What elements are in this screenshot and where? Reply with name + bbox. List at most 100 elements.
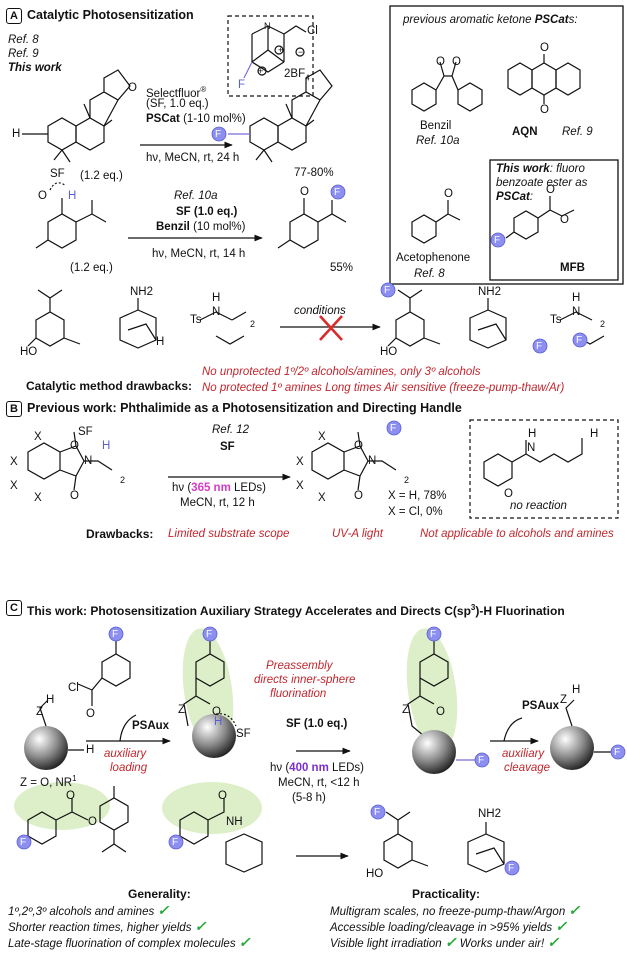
mfb-f: F [494, 235, 501, 246]
aqn-ref: Ref. 9 [562, 126, 593, 138]
nr-o: O [504, 488, 513, 500]
benzil-ref: Ref. 10a [416, 135, 460, 147]
f-badge-fadamantane [504, 860, 520, 876]
c-z1: Z [36, 706, 44, 718]
c-zdef: Z = O, NR1 [20, 774, 77, 789]
c-o2: O [212, 706, 221, 718]
c-z3: Z [402, 704, 410, 716]
fail-cross [319, 315, 343, 341]
c-o1: O [86, 708, 95, 720]
ref-this-work: This work [8, 62, 62, 74]
b-ref: Ref. 12 [212, 424, 250, 436]
sub-ts: Ts [190, 314, 202, 326]
rxn2-eq: (1.2 eq.) [70, 262, 113, 274]
prod-f1: F [384, 285, 391, 296]
nr-h: H [528, 428, 537, 440]
c-f1: F [112, 629, 119, 640]
rxn1-substrate [22, 69, 131, 163]
f-badge-mfb [490, 232, 506, 248]
loaded-ball [192, 714, 236, 758]
rxn2-cond: hν, MeCN, rt, 14 h [152, 248, 246, 260]
generality-1: 1º,2º,3º alcohols and amines ✓ [8, 902, 170, 918]
loaded-auxiliary [183, 640, 237, 727]
panel-b-label: B [6, 401, 22, 417]
c-loading2: loading [110, 762, 148, 774]
no-reaction-box [469, 419, 619, 519]
aqn-label: AQN [512, 126, 538, 138]
ref-8: Ref. 8 [8, 34, 39, 46]
selectfluor-cl: Cl [307, 25, 318, 37]
mfb-line3: PSCat: [496, 191, 534, 203]
b-sf-label: SF [78, 426, 93, 438]
b-px4: X [318, 492, 326, 504]
prod-f3: F [576, 335, 583, 346]
rxn2-sf-label: SF [50, 168, 65, 180]
c-f2: F [206, 629, 213, 640]
substrate-adamantylamine [119, 298, 157, 349]
benzil-structure [411, 61, 483, 112]
generality-title: Generality: [128, 887, 191, 901]
sub-n: N [212, 306, 221, 318]
prod-nh: H [572, 292, 581, 304]
mfb-o2: O [560, 214, 569, 226]
f-badge-adamantane [532, 338, 548, 354]
b-px1: X [318, 431, 326, 443]
b-cond-solvent: MeCN, rt, 12 h [180, 497, 255, 509]
panel-b-title: Previous work: Phthalimide as a Photosen… [27, 401, 462, 415]
c-cl: Cl [68, 682, 79, 694]
selectfluor-n-top: N [264, 21, 271, 31]
f-badge-loaded [202, 626, 218, 642]
prod-n: N [572, 306, 581, 318]
f-badge-benzoate [16, 834, 32, 850]
ex-f3: F [374, 807, 381, 818]
prod-f2: F [536, 341, 543, 352]
b-yield-cl: X = Cl, 0% [388, 506, 443, 518]
pscat-box-title: previous aromatic ketone PSCats: [403, 14, 578, 26]
rxn1-reagent: Selectfluor® [146, 85, 207, 100]
f-badge-rxn1 [211, 126, 227, 142]
aceto-o: O [444, 188, 453, 200]
ex-f2: F [172, 837, 179, 848]
benzil-o2: O [452, 56, 461, 68]
c-cond-solvent: MeCN, rt, <12 h [278, 777, 360, 789]
ex-f1: F [20, 837, 27, 848]
prod-ts: Ts [550, 314, 562, 326]
prod-nh2: NH2 [478, 286, 502, 298]
selectfluor-structure [243, 25, 307, 79]
sub-nh: H [212, 292, 221, 304]
b-x1: X [34, 431, 42, 443]
rxn2-yield: 55% [330, 262, 354, 274]
c-loading1: auxiliary [104, 748, 147, 760]
rxn2-h-label: H [68, 190, 77, 202]
rxn1-h: H [12, 128, 21, 140]
b-px2: X [296, 456, 304, 468]
rxn2-product [277, 198, 347, 249]
rxn2-o-label: O [38, 190, 47, 202]
b-x3: X [10, 480, 18, 492]
panel-c-label: C [6, 600, 22, 616]
f-badge-benzamide [168, 834, 184, 850]
f-badge-phthalimide [386, 420, 402, 436]
fluorinated-auxiliary [407, 640, 449, 737]
phthalimide-substrate [27, 431, 113, 491]
mfb-line2: benzoate ester as [496, 177, 588, 189]
b-px3: X [296, 480, 304, 492]
c-psaux2: PSAux [522, 700, 560, 712]
b-o-bot: O [70, 490, 79, 502]
c-sf2: SF [236, 728, 251, 740]
phthalimide-product [311, 431, 397, 491]
final-ball [550, 726, 594, 770]
mfb-o1: O [546, 184, 555, 196]
rxn2-cat: Benzil (10 mol%) [156, 221, 246, 233]
b-po-bot: O [354, 490, 363, 502]
practicality-3: Visible light irradiation ✓ Works under … [330, 934, 560, 950]
benzamide-structure [483, 438, 583, 487]
rxn1-sf: (SF, 1.0 eq.) [146, 98, 209, 110]
b-psub2: 2 [404, 475, 410, 485]
rxn1-cat: PSCat (1-10 mol%) [146, 113, 246, 125]
c-cleave-1: auxiliary [502, 748, 545, 760]
fluoromenthol-product [383, 811, 429, 869]
benzil-o1: O [436, 56, 445, 68]
c-preassembly-3: fluorination [270, 688, 327, 700]
